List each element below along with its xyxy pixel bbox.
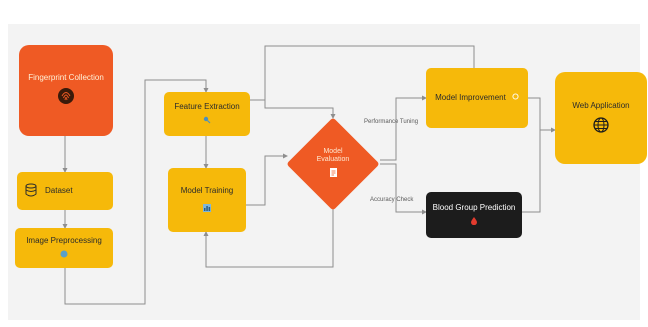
node-label: Model Training xyxy=(180,186,234,196)
node-dataset: Dataset xyxy=(17,172,113,210)
node-feature-extraction: Feature Extraction xyxy=(164,92,250,136)
edge-prediction-to-webapp xyxy=(522,127,556,213)
edge-label-accuracy-check: Accuracy Check xyxy=(370,197,414,203)
node-model-evaluation: Model Evaluation xyxy=(286,117,380,211)
edge-preprocessing-to-feature xyxy=(64,79,209,305)
node-label: Web Application xyxy=(572,101,630,111)
chart-icon xyxy=(203,203,211,214)
database-icon xyxy=(25,183,37,199)
fingerprint-icon xyxy=(57,86,75,108)
edge-label-performance-tuning: Performance Tuning xyxy=(364,119,419,125)
edge-improvement-loop xyxy=(250,45,475,101)
refresh-icon xyxy=(512,93,519,102)
node-fingerprint-collection: Fingerprint Collection xyxy=(19,45,113,136)
node-image-preprocessing: Image Preprocessing xyxy=(15,228,113,268)
node-label: Fingerprint Collection xyxy=(28,72,104,82)
edge-improvement-to-evaluation-top xyxy=(264,100,336,119)
image-icon xyxy=(60,250,68,260)
edge-training-to-evaluation xyxy=(246,153,288,206)
node-model-improvement: Model Improvement xyxy=(426,68,528,128)
search-icon xyxy=(203,116,211,126)
edge-improvement-to-webapp xyxy=(528,97,541,130)
edge-evaluation-loop-to-training xyxy=(203,206,334,268)
node-label: Image Preprocessing xyxy=(26,236,102,246)
globe-icon xyxy=(593,116,609,135)
blood-drop-icon xyxy=(471,216,477,227)
node-blood-group-prediction: Blood Group Prediction xyxy=(426,192,522,238)
node-label: Blood Group Prediction xyxy=(432,203,516,213)
node-web-application: Web Application xyxy=(555,72,647,164)
node-label: Dataset xyxy=(45,186,73,196)
edge-evaluation-to-prediction xyxy=(380,163,427,215)
node-label: Model Evaluation xyxy=(316,147,350,163)
node-label: Feature Extraction xyxy=(174,102,240,112)
node-label: Model Improvement xyxy=(435,93,506,103)
document-icon xyxy=(329,168,337,180)
edge-evaluation-to-improvement xyxy=(380,95,427,161)
node-model-training: Model Training xyxy=(168,168,246,232)
